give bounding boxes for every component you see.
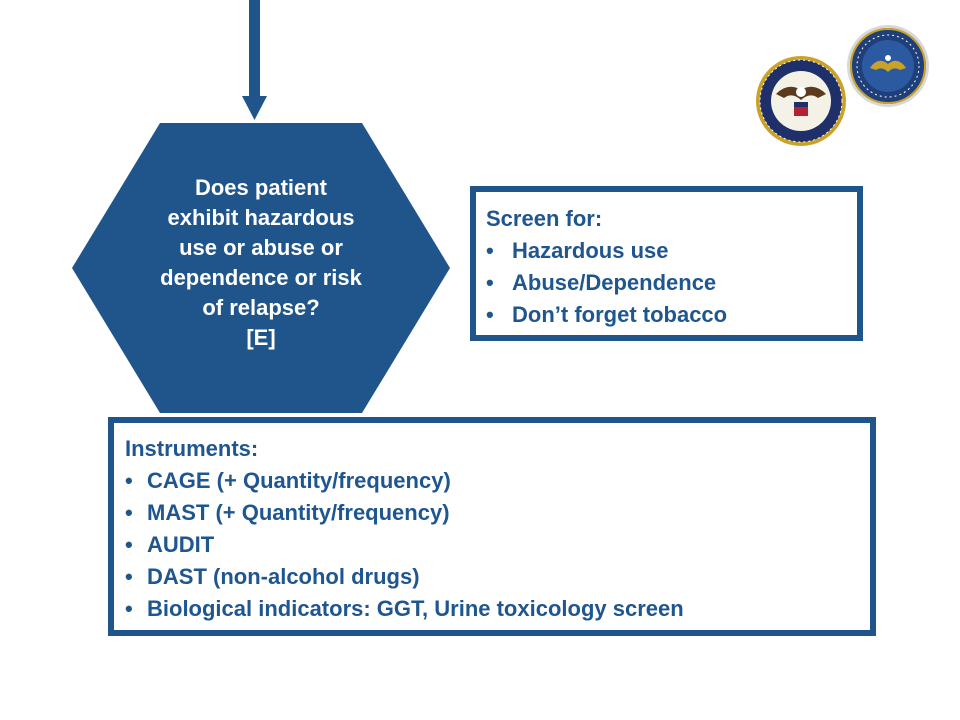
list-item: • AUDIT xyxy=(125,529,870,561)
list-item: • MAST (+ Quantity/frequency) xyxy=(125,497,870,529)
list-item-text: Don’t forget tobacco xyxy=(512,302,728,327)
instruments-list: • CAGE (+ Quantity/frequency) • MAST (+ Qu… xyxy=(125,465,870,625)
decision-line: use or abuse or xyxy=(179,235,343,260)
list-item-text: MAST (+ Quantity/frequency) xyxy=(147,500,450,525)
list-item: • Hazardous use xyxy=(486,235,857,267)
list-item-text: DAST (non-alcohol drugs) xyxy=(147,564,420,589)
bullet-icon: • xyxy=(125,500,133,525)
list-item-text: CAGE (+ Quantity/frequency) xyxy=(147,468,451,493)
list-item-text: Hazardous use xyxy=(512,238,669,263)
instruments-box: Instruments: • CAGE (+ Quantity/frequency… xyxy=(108,417,876,636)
dod-seal-icon xyxy=(846,24,930,108)
list-item: • Don’t forget tobacco xyxy=(486,299,857,331)
hexagon-shape xyxy=(72,123,450,413)
screen-for-list: • Hazardous use • Abuse/Dependence • Don’t … xyxy=(486,235,857,331)
decision-line: dependence or risk xyxy=(160,265,362,290)
va-seal-icon xyxy=(754,54,848,148)
list-item-text: AUDIT xyxy=(147,532,215,557)
screen-for-title: Screen for: xyxy=(486,206,603,231)
decision-line: exhibit hazardous xyxy=(167,205,355,230)
decision-question: Does patient exhibit hazardous use or ab… xyxy=(130,173,392,353)
list-item: • Abuse/Dependence xyxy=(486,267,857,299)
bullet-icon: • xyxy=(486,302,494,327)
bullet-icon: • xyxy=(125,564,133,589)
bullet-icon: • xyxy=(486,270,494,295)
list-item: • Biological indicators: GGT, Urine toxic… xyxy=(125,593,870,625)
list-item-text: Biological indicators: GGT, Urine toxico… xyxy=(147,596,684,621)
bullet-icon: • xyxy=(125,596,133,621)
decision-line: Does patient xyxy=(194,175,328,200)
list-item: • DAST (non-alcohol drugs) xyxy=(125,561,870,593)
bullet-icon: • xyxy=(125,532,133,557)
bullet-icon: • xyxy=(125,468,133,493)
screen-for-box: Screen for: • Hazardous use • Abuse/Depend… xyxy=(470,186,863,341)
decision-reference: [E] xyxy=(246,325,276,350)
list-item: • CAGE (+ Quantity/frequency) xyxy=(125,465,870,497)
bullet-icon: • xyxy=(486,238,494,263)
instruments-title: Instruments: xyxy=(125,436,259,461)
list-item-text: Abuse/Dependence xyxy=(512,270,717,295)
decision-hexagon: Does patient exhibit hazardous use or ab… xyxy=(72,123,450,413)
decision-line: of relapse? xyxy=(202,295,320,320)
